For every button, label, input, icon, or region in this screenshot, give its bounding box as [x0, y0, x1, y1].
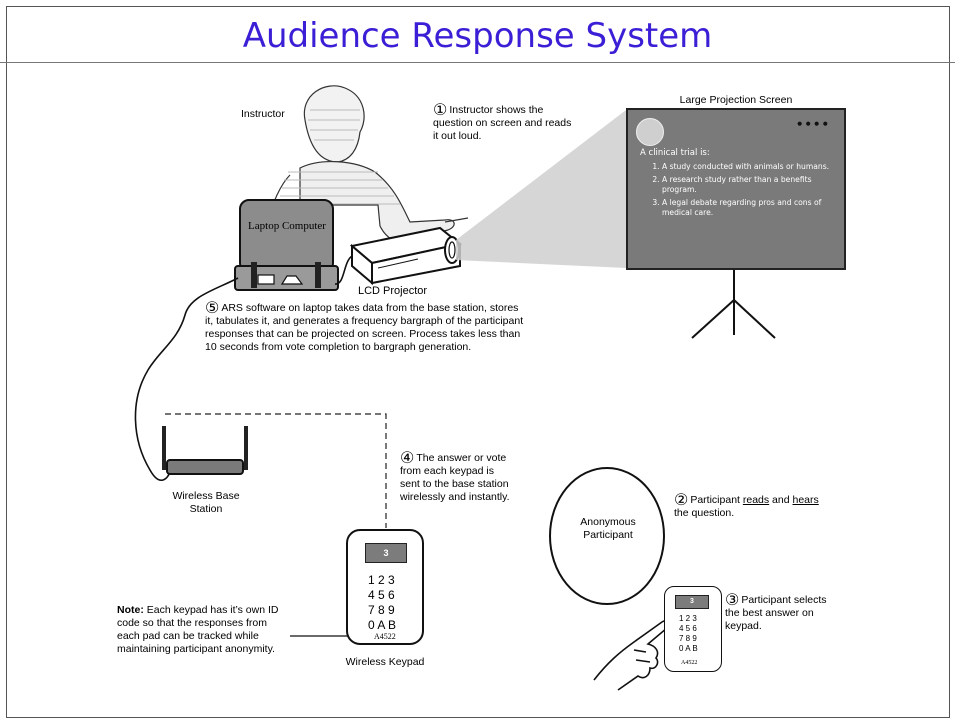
participant-label: Anonymous Participant: [580, 516, 636, 541]
keypad-row: 7 8 9: [679, 634, 697, 643]
keypad-keys: 1 2 3 4 5 6 7 8 9 0 A B: [368, 573, 396, 633]
participant-keypad-display: 3: [675, 595, 709, 609]
keypad-row: 1 2 3: [368, 573, 395, 587]
step-5-text: ARS software on laptop takes data from t…: [205, 302, 524, 353]
step-2-text-end: the question.: [674, 507, 735, 519]
screen-question: A clinical trial is:: [640, 148, 710, 158]
screen-option: A study conducted with animals or humans…: [662, 162, 842, 172]
wireless-base-station: [162, 426, 248, 475]
cables: [134, 255, 353, 481]
keypad-row: 4 5 6: [679, 624, 697, 633]
participant-head: [549, 467, 665, 605]
keypad-row: 0 A B: [679, 644, 698, 653]
step-2-reads: reads: [742, 494, 770, 506]
wireless-keypad: 3 1 2 3 4 5 6 7 8 9 0 A B A4522: [346, 529, 424, 645]
participant-keypad-id-code: A4522: [681, 660, 698, 666]
screen-option: A research study rather than a benefits …: [662, 175, 842, 195]
step-2-hears: hears: [792, 494, 819, 506]
screen-label: Large Projection Screen: [679, 94, 793, 106]
laptop-computer: [234, 199, 339, 291]
instructor-label: Instructor: [241, 108, 285, 120]
keypad-row: 4 5 6: [368, 588, 395, 602]
note: Note: Each keypad has it’s own ID code s…: [117, 604, 287, 656]
projector-label: LCD Projector: [358, 285, 428, 297]
laptop-label: Laptop Computer: [248, 220, 326, 232]
step-1-number: ①: [433, 102, 448, 119]
step-4-number: ④: [400, 450, 415, 467]
step-5-number: ⑤: [205, 300, 220, 317]
title-bar: Audience Response System: [0, 0, 955, 63]
seal-icon: [636, 118, 664, 146]
step-1-text: Instructor shows the question on screen …: [433, 104, 572, 142]
step-2-text-and: and: [769, 494, 793, 506]
participant-keypad-keys: 1 2 3 4 5 6 7 8 9 0 A B: [679, 614, 698, 654]
keypad-label: Wireless Keypad: [345, 656, 425, 668]
projection-screen: ⚫⚫⚫⚫ A clinical trial is: A study conduc…: [626, 108, 846, 270]
participant-keypad: 3 1 2 3 4 5 6 7 8 9 0 A B A4522: [664, 586, 722, 672]
keypad-display: 3: [365, 543, 407, 563]
screen-tripod: [691, 270, 776, 339]
people-icon: ⚫⚫⚫⚫: [795, 120, 830, 130]
step-2-number: ②: [674, 492, 689, 509]
slide-title: Audience Response System: [242, 16, 713, 56]
participant-hand: [593, 619, 670, 691]
keypad-row: 1 2 3: [679, 614, 697, 623]
keypad-row: 0 A B: [368, 618, 397, 632]
lcd-projector: [349, 226, 463, 286]
keypad-row: 7 8 9: [368, 603, 395, 617]
screen-options: A study conducted with animals or humans…: [636, 162, 842, 221]
instructor-figure: [269, 85, 469, 243]
step-4-text: The answer or vote from each keypad is s…: [400, 452, 510, 503]
step-3-text: Participant selects the best answer on k…: [725, 594, 827, 632]
screen-option: A legal debate regarding pros and cons o…: [662, 198, 842, 218]
note-text: Each keypad has it’s own ID code so that…: [117, 604, 279, 655]
projection-beam: [456, 110, 626, 268]
step-2-text: Participant: [690, 494, 743, 506]
step-3-number: ③: [725, 592, 740, 609]
note-bold: Note:: [117, 604, 144, 616]
wireless-link: [165, 413, 387, 528]
keypad-id-code: A4522: [374, 632, 396, 641]
base-station-label: Wireless Base Station: [172, 490, 240, 515]
